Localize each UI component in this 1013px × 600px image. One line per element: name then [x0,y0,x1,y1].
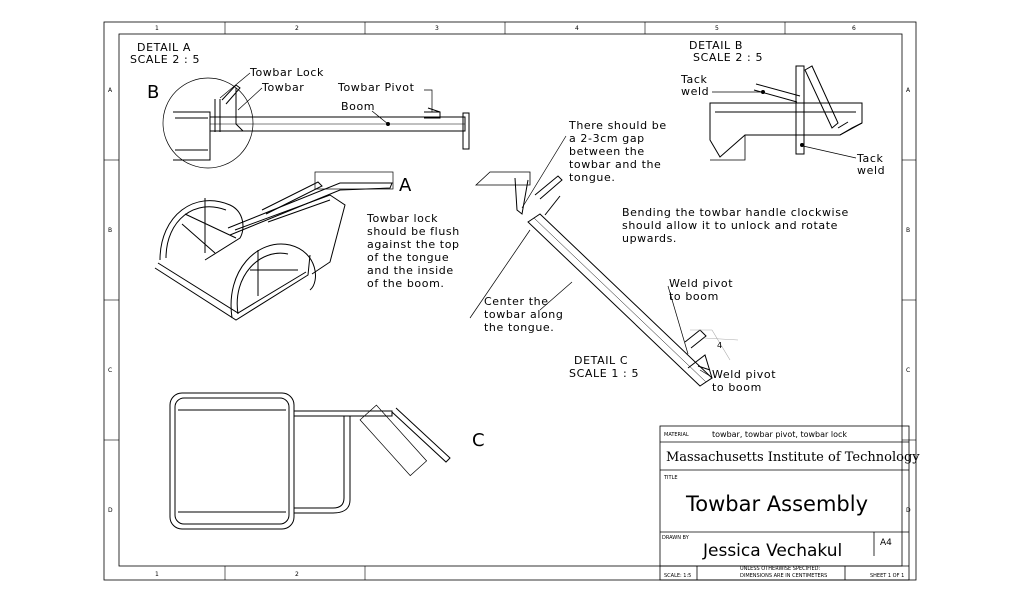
drawn-by-name: Jessica Vechakul [702,541,842,561]
zone-top-2: 2 [295,25,299,32]
dimension-lines [690,329,739,361]
weld-pivot-upper-2: to boom [669,290,719,303]
flush-note-5: and the inside [367,264,454,277]
zone-left-d: D [108,507,113,514]
zone-bottom-2: 2 [295,571,299,578]
flush-note-2: should be flush [367,225,460,238]
view-marker-a: A [399,175,412,196]
flush-note-4: of the tongue [367,251,449,264]
detail-a-scale: SCALE 2 : 5 [130,53,200,66]
scale-label: SCALE: 1:5 [664,573,691,579]
institution: Massachusetts Institute of Technology [666,450,920,465]
bend-note-3: upwards. [622,232,677,245]
outer-border [103,21,917,581]
units-note-1: UNLESS OTHERWISE SPECIFIED: [740,566,820,572]
zone-right-c: C [906,367,910,374]
drawing-title: Towbar Assembly [685,492,868,516]
label-towbar-lock: Towbar Lock [249,66,324,79]
detail-c-view [474,171,713,387]
flush-note-6: of the boom. [367,277,445,290]
drawn-by-label: DRAWN BY [662,535,690,541]
weld-pivot-lower-1: Weld pivot [712,368,776,381]
label-tack-weld-top-2: weld [681,85,709,98]
label-tack-weld-top-1: Tack [680,73,707,86]
gap-note-1: There should be [568,119,667,132]
weld-pivot-upper-1: Weld pivot [669,277,733,290]
detail-b-view [709,65,863,161]
bend-note-1: Bending the towbar handle clockwise [622,206,849,219]
label-boom: Boom [341,100,375,113]
gap-note-4: towbar and the [569,158,661,171]
zone-left-c: C [108,367,112,374]
label-towbar: Towbar [261,81,304,94]
detail-b-scale: SCALE 2 : 5 [693,51,763,64]
isometric-view [154,171,394,321]
sheet-number: SHEET 1 OF 1 [870,573,904,579]
flush-note-3: against the top [367,238,460,251]
detail-a-title: DETAIL A [137,41,191,54]
zone-right-b: B [906,227,910,234]
title-block [659,425,910,581]
detail-b-marker: B [147,82,159,103]
gap-note-3: between the [569,145,645,158]
zone-top-4: 4 [575,25,579,32]
title-label: TITLE [663,475,678,481]
weld-pivot-lower-2: to boom [712,381,762,394]
label-tack-weld-bottom-1: Tack [856,152,883,165]
flush-note-1: Towbar lock [366,212,438,225]
material-label: MATERIAL [664,432,689,438]
zone-bottom-1: 1 [155,571,159,578]
sheet-size: A4 [880,538,892,548]
zone-top-1: 1 [155,25,159,32]
detail-a-leaders [219,72,433,125]
label-towbar-pivot: Towbar Pivot [337,81,415,94]
zone-right-d: D [906,507,911,514]
label-tack-weld-bottom-2: weld [857,164,885,177]
zone-top-3: 3 [435,25,439,32]
detail-c-leaders [469,135,711,377]
material-value: towbar, towbar pivot, towbar lock [712,430,847,439]
detail-c-title: DETAIL C [574,354,628,367]
detail-c-scale: SCALE 1 : 5 [569,367,639,380]
zone-ticks [104,22,916,580]
center-note-1: Center the [484,295,549,308]
view-marker-c: C [472,430,485,451]
top-view [169,392,451,530]
detail-b-leaders [712,91,857,159]
center-note-2: towbar along [484,308,563,321]
zone-left-a: A [108,87,113,94]
detail-b-title: DETAIL B [689,39,743,52]
zone-left-b: B [108,227,112,234]
gap-note-2: a 2-3cm gap [569,132,645,145]
center-note-3: the tongue. [484,321,554,334]
gap-note-5: tongue. [569,171,615,184]
dimension-value: 4 [717,341,722,350]
zone-top-6: 6 [852,25,856,32]
units-note-2: DIMENSIONS ARE IN CENTIMETERS [740,573,827,579]
zone-top-5: 5 [715,25,719,32]
zone-right-a: A [906,87,911,94]
bend-note-2: should allow it to unlock and rotate [622,219,838,232]
detail-a-view [162,77,470,169]
